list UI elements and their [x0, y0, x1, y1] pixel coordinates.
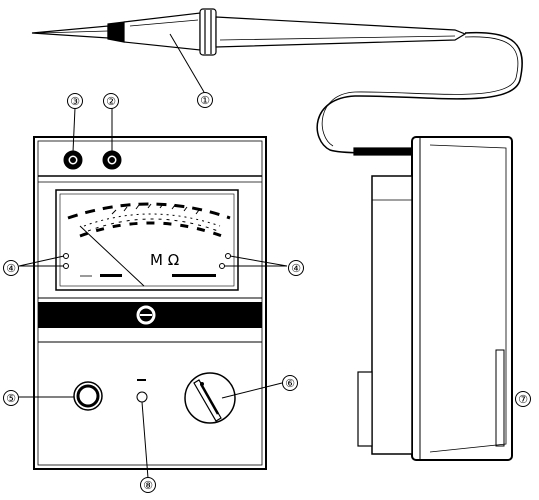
callout-6: ⑥	[282, 375, 298, 391]
probe-cable	[316, 31, 523, 154]
svg-text:⑤: ⑤	[6, 392, 16, 405]
svg-text:⑧: ⑧	[143, 479, 153, 492]
meter-window	[55, 189, 239, 291]
callout-leaders	[18, 33, 288, 479]
side-body-main	[411, 136, 513, 461]
callout-8: ⑧	[140, 477, 156, 493]
meter-front: M Ω	[33, 136, 267, 470]
zero-adjust-left[interactable]	[63, 253, 69, 259]
callout-4-left: ④	[3, 260, 19, 276]
test-probe	[31, 8, 523, 156]
svg-text:⑥: ⑥	[285, 377, 295, 390]
callout-2: ②	[103, 93, 119, 109]
side-body-back	[371, 175, 413, 455]
meter-needle	[79, 225, 145, 287]
callout-5: ⑤	[3, 390, 19, 406]
callout-7: ⑦	[515, 391, 531, 407]
svg-text:②: ②	[106, 95, 116, 108]
svg-text:④: ④	[291, 262, 301, 275]
svg-text:③: ③	[70, 95, 80, 108]
meter-side-view	[357, 136, 513, 461]
callout-4-right: ④	[288, 260, 304, 276]
probe-collar	[199, 8, 217, 56]
callout-1: ①	[197, 92, 213, 108]
terminal-2[interactable]	[102, 150, 122, 170]
range-selector-knob[interactable]	[184, 372, 236, 424]
unit-label: M Ω	[150, 251, 179, 269]
zero-adjust-right[interactable]	[225, 253, 231, 259]
zero-knob[interactable]	[136, 305, 156, 325]
power-button[interactable]	[73, 381, 103, 411]
callout-3: ③	[67, 93, 83, 109]
meter-scale	[67, 202, 231, 238]
terminal-3[interactable]	[63, 150, 83, 170]
probe-rear-handle	[215, 16, 467, 48]
svg-text:⑦: ⑦	[518, 393, 528, 406]
probe-handle	[123, 12, 201, 51]
svg-text:④: ④	[6, 262, 16, 275]
svg-text:①: ①	[200, 94, 210, 107]
probe-band	[107, 21, 125, 43]
